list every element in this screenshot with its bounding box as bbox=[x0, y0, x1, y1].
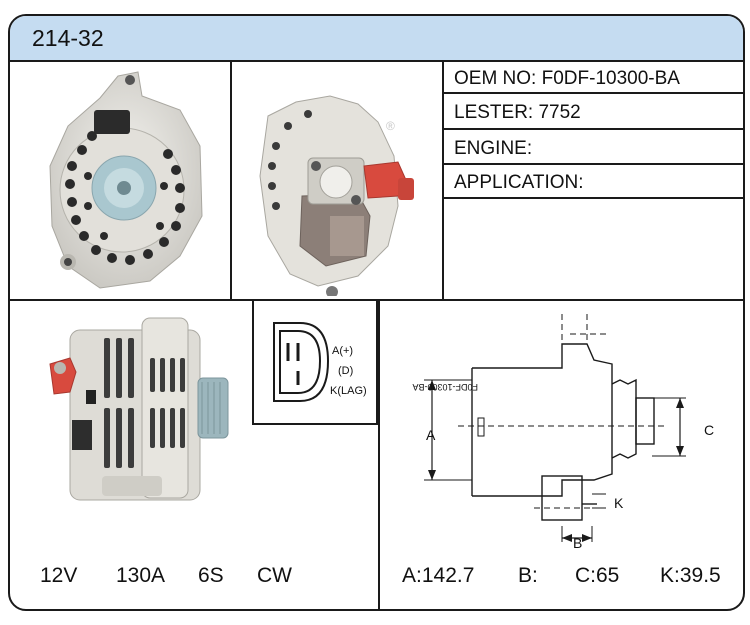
divider-bottom bbox=[378, 299, 380, 609]
oem-number: OEM NO: F0DF-10300-BA bbox=[454, 68, 680, 89]
pin-d-label: (D) bbox=[338, 365, 354, 377]
svg-text:®: ® bbox=[386, 119, 395, 133]
alternator-side-view bbox=[32, 308, 247, 508]
dimension-b-value: B: bbox=[518, 564, 538, 587]
dim-label-k: K bbox=[614, 495, 624, 511]
dimension-k-value: K:39.5 bbox=[660, 564, 721, 587]
header-bar: 214-32 bbox=[10, 16, 743, 62]
dimension-drawing: A C K B F0DF-10300-BA bbox=[382, 304, 742, 554]
pulley-type: 6S bbox=[198, 564, 224, 587]
lester-number: LESTER: 7752 bbox=[454, 102, 581, 123]
dim-label-a: A bbox=[426, 427, 436, 443]
connector-diagram: A(+) (D) K(LAG) bbox=[252, 301, 378, 425]
spec-sheet: 214-32 OEM NO: F0DF-10300-BA LESTER: 775… bbox=[8, 14, 745, 611]
application-label: APPLICATION: bbox=[454, 172, 584, 193]
part-mark-label: F0DF-10300-BA bbox=[412, 382, 478, 392]
part-number-title: 214-32 bbox=[32, 25, 104, 51]
divider-spec-1 bbox=[442, 92, 743, 94]
divider-spec-3 bbox=[442, 163, 743, 165]
divider-top-1 bbox=[230, 60, 232, 299]
divider-spec-4 bbox=[442, 197, 743, 199]
dimension-a-value: A:142.7 bbox=[402, 564, 475, 587]
alternator-front-view bbox=[30, 66, 220, 296]
amperage-rating: 130A bbox=[116, 564, 166, 587]
alternator-rear-view: ® bbox=[238, 66, 438, 296]
voltage-rating: 12V bbox=[40, 564, 78, 587]
divider-middle bbox=[10, 299, 743, 301]
engine-label: ENGINE: bbox=[454, 138, 533, 159]
dim-label-b: B bbox=[573, 535, 583, 551]
divider-spec-2 bbox=[442, 128, 743, 130]
dimension-c-value: C:65 bbox=[575, 564, 620, 587]
dim-label-c: C bbox=[704, 422, 715, 438]
rotation-direction: CW bbox=[257, 564, 292, 587]
pin-a-label: A(+) bbox=[332, 345, 354, 357]
divider-top-2 bbox=[442, 60, 444, 299]
pin-k-label: K(LAG) bbox=[330, 385, 367, 397]
